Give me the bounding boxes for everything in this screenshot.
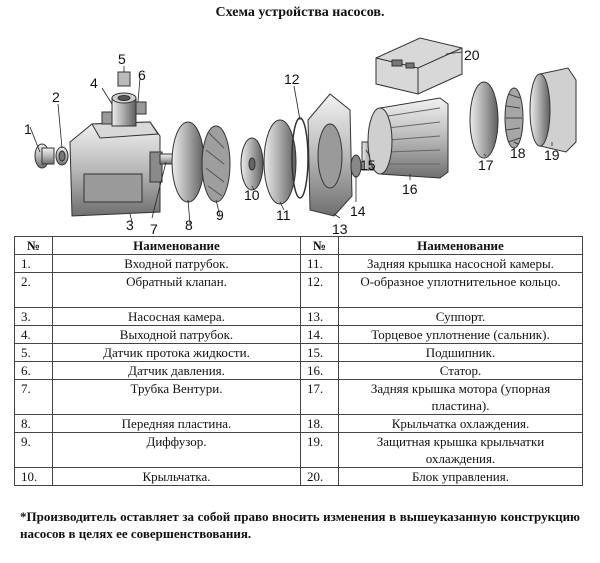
part-name: Блок управления. <box>338 467 583 486</box>
part-name: Обратный клапан. <box>52 272 301 308</box>
part-number: 9. <box>14 432 53 468</box>
part-name: Торцевое уплотнение (сальник). <box>338 325 583 344</box>
table-row: 7. Трубка Вентури. 17. Задняя крышка мот… <box>14 379 583 415</box>
part-number: 1. <box>14 254 53 273</box>
front-plate-part <box>171 121 205 203</box>
part-name: Диффузор. <box>52 432 301 468</box>
callout-6: 6 <box>138 67 146 83</box>
part-number: 5. <box>14 343 53 362</box>
table-row: 3. Насосная камера. 13. Суппорт. <box>14 307 583 326</box>
part-number: 18. <box>300 414 339 433</box>
part-number: 13. <box>300 307 339 326</box>
part-number: 7. <box>14 379 53 415</box>
callout-16: 16 <box>402 181 418 197</box>
callout-1: 1 <box>24 121 32 137</box>
part-number: 12. <box>300 272 339 308</box>
rear-chamber-cover-part <box>263 119 297 205</box>
header-number: № <box>300 236 339 255</box>
part-number: 19. <box>300 432 339 468</box>
header-number: № <box>14 236 53 255</box>
pump-chamber-part <box>69 121 163 217</box>
inlet-fitting-part <box>34 143 55 169</box>
parts-table: № Наименование № Наименование 1. Входной… <box>14 236 583 486</box>
pump-exploded-view: 1 2 3 4 5 6 7 8 9 10 11 12 13 14 15 16 1… <box>24 37 577 234</box>
callout-20: 20 <box>464 47 480 63</box>
stator-part <box>367 97 449 179</box>
callout-15: 15 <box>360 157 376 173</box>
part-name: Датчик давления. <box>52 361 301 380</box>
control-box-part <box>375 37 463 95</box>
header-name: Наименование <box>338 236 583 255</box>
motor-rear-cover-part <box>469 81 499 159</box>
callout-18: 18 <box>510 145 526 161</box>
part-name: Насосная камера. <box>52 307 301 326</box>
table-header-row: № Наименование № Наименование <box>14 236 583 255</box>
part-number: 11. <box>300 254 339 273</box>
callout-5: 5 <box>118 51 126 67</box>
callout-17: 17 <box>478 157 494 173</box>
support-part <box>307 93 353 217</box>
cooling-fan-part <box>504 87 524 149</box>
table-row: 2. Обратный клапан. 12. О-образное уплот… <box>14 272 583 308</box>
part-number: 16. <box>300 361 339 380</box>
part-name: Входной патрубок. <box>52 254 301 273</box>
table-row: 10. Крыльчатка. 20. Блок управления. <box>14 467 583 486</box>
callout-4: 4 <box>90 75 98 91</box>
part-name: Крыльчатка. <box>52 467 301 486</box>
callout-7: 7 <box>150 221 158 234</box>
part-name: Суппорт. <box>338 307 583 326</box>
diffuser-part <box>201 125 231 203</box>
table-row: 1. Входной патрубок. 11. Задняя крышка н… <box>14 254 583 273</box>
callout-13: 13 <box>332 221 348 234</box>
part-name: Задняя крышка мотора (упорная пластина). <box>338 379 583 415</box>
part-number: 4. <box>14 325 53 344</box>
part-name: Выходной патрубок. <box>52 325 301 344</box>
part-name: Подшипник. <box>338 343 583 362</box>
part-name: О-образное уплотнительное кольцо. <box>338 272 583 308</box>
table-row: 6. Датчик давления. 16. Статор. <box>14 361 583 380</box>
part-name: Задняя крышка насосной камеры. <box>338 254 583 273</box>
table-row: 8. Передняя пластина. 18. Крыльчатка охл… <box>14 414 583 433</box>
part-name: Защитная крышка крыльчатки охлаждения. <box>338 432 583 468</box>
header-name: Наименование <box>52 236 301 255</box>
callout-2: 2 <box>52 89 60 105</box>
callout-14: 14 <box>350 203 366 219</box>
part-number: 6. <box>14 361 53 380</box>
table-row: 9. Диффузор. 19. Защитная крышка крыльча… <box>14 432 583 468</box>
impeller-part <box>240 137 264 191</box>
callout-19: 19 <box>544 147 560 163</box>
part-number: 3. <box>14 307 53 326</box>
part-name: Статор. <box>338 361 583 380</box>
outlet-assembly-part <box>101 71 147 127</box>
callout-10: 10 <box>244 187 260 203</box>
table-row: 5. Датчик протока жидкости. 15. Подшипни… <box>14 343 583 362</box>
check-valve-part <box>55 146 69 166</box>
diagram-title: Схема устройства насосов. <box>215 5 385 20</box>
manufacturer-note: *Производитель оставляет за собой право … <box>20 509 580 541</box>
part-number: 17. <box>300 379 339 415</box>
part-name: Передняя пластина. <box>52 414 301 433</box>
part-number: 15. <box>300 343 339 362</box>
part-name: Трубка Вентури. <box>52 379 301 415</box>
part-number: 2. <box>14 272 53 308</box>
part-number: 20. <box>300 467 339 486</box>
callout-8: 8 <box>185 217 193 233</box>
part-number: 10. <box>14 467 53 486</box>
part-number: 14. <box>300 325 339 344</box>
part-name: Крыльчатка охлаждения. <box>338 414 583 433</box>
callout-9: 9 <box>216 207 224 223</box>
part-number: 8. <box>14 414 53 433</box>
part-name: Датчик протока жидкости. <box>52 343 301 362</box>
callout-11: 11 <box>276 207 291 223</box>
callout-12: 12 <box>284 71 300 87</box>
fan-guard-part <box>529 67 577 153</box>
table-row: 4. Выходной патрубок. 14. Торцевое уплот… <box>14 325 583 344</box>
callout-3: 3 <box>126 217 134 233</box>
